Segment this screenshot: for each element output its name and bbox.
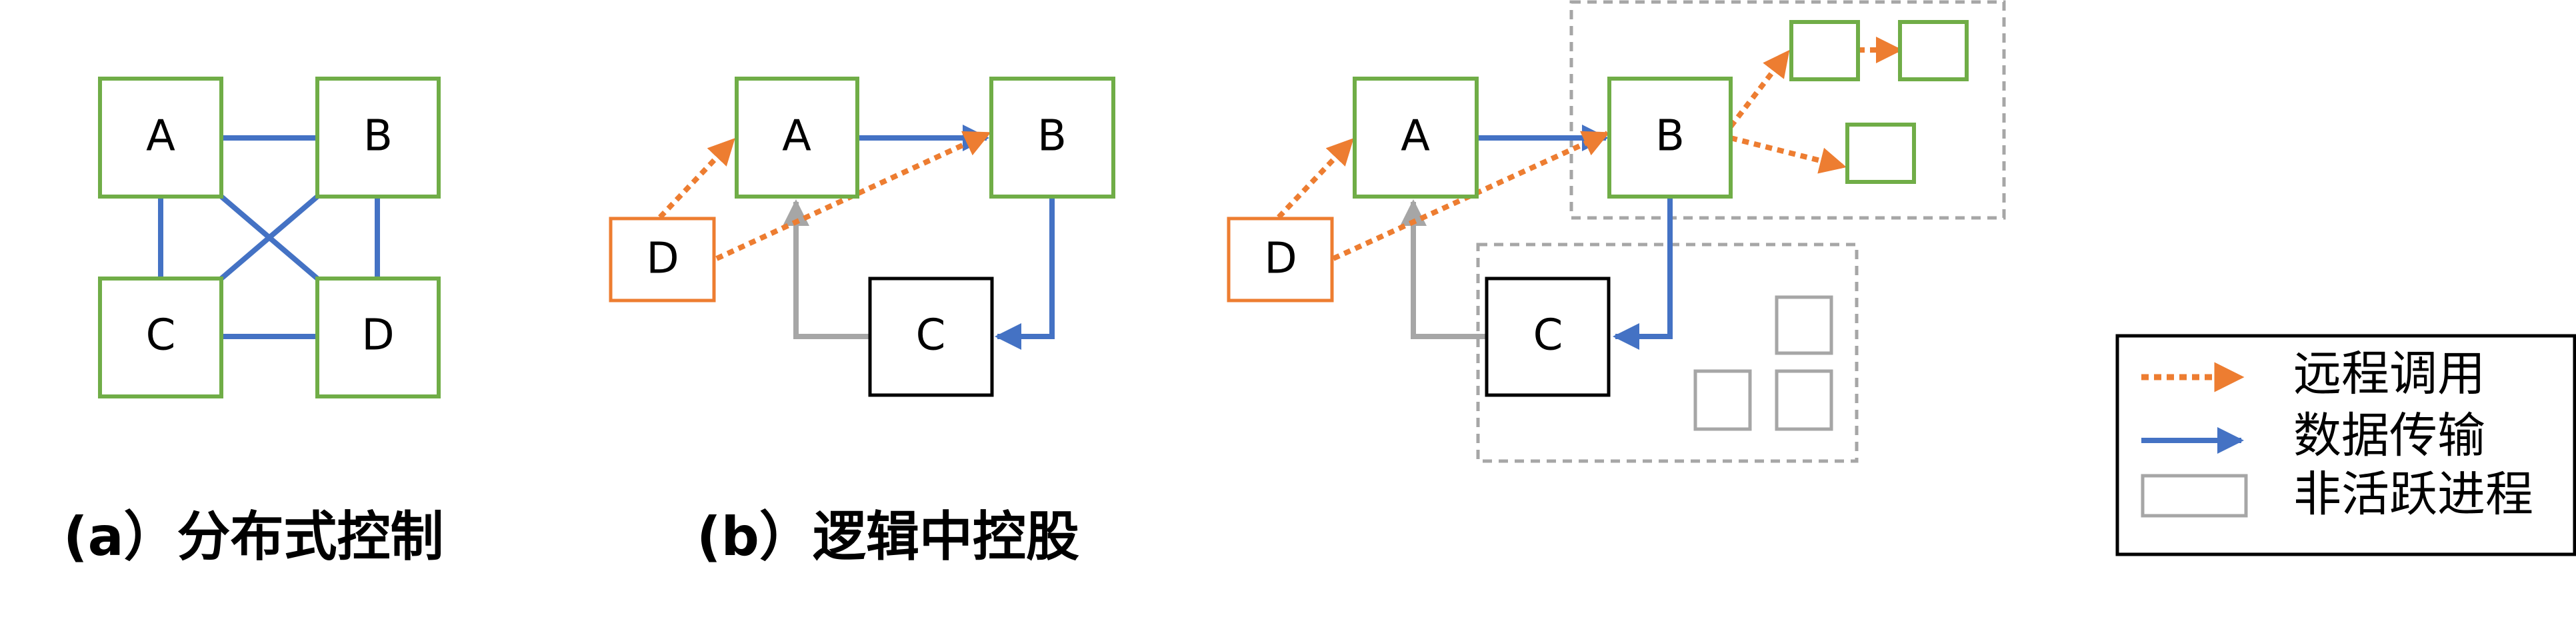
edge-c-to-a	[783, 199, 870, 339]
node-b	[1607, 77, 1733, 199]
panel-b: A B C D (b）逻辑中控股	[609, 77, 1115, 568]
node-a-label: A	[782, 112, 811, 161]
remote-call-d-to-a	[1277, 138, 1354, 219]
node-b	[315, 77, 441, 199]
legend: 远程调用 数据传输 非活跃进程	[2115, 334, 2576, 556]
edge-b-to-c	[995, 197, 1055, 350]
inactive-process-2	[1693, 369, 1752, 431]
inactive-group-top	[1569, 0, 2006, 220]
inactive-process-3	[1775, 369, 1833, 431]
node-d	[609, 217, 716, 303]
remote-call-b-to-sub3	[1730, 135, 1847, 174]
panel-a: A B C D (a）分布式控制	[63, 77, 444, 568]
node-c-label: C	[1533, 311, 1563, 360]
node-d-label: D	[361, 311, 394, 360]
node-c-label: C	[916, 311, 946, 360]
inactive-process-swatch	[2141, 474, 2248, 518]
panel-b-nodes: A B C D	[609, 77, 1115, 397]
edge-b-to-c	[1613, 197, 1673, 350]
node-b-label: B	[363, 112, 393, 161]
node-a-label: A	[1401, 112, 1430, 161]
node-b-label: B	[1655, 112, 1685, 161]
panel-c-nodes: A B C D	[1227, 20, 1969, 431]
panel-a-caption: (a）分布式控制	[63, 506, 444, 568]
node-d	[1227, 217, 1334, 303]
node-d-label: D	[646, 235, 679, 284]
node-a	[735, 77, 859, 199]
edge-b-c	[219, 194, 319, 281]
node-c-label: C	[146, 311, 176, 360]
node-a	[98, 77, 223, 199]
panel-a-edges	[158, 135, 380, 339]
legend-label-data-transfer: 数据传输	[2293, 408, 2485, 464]
panel-c: A B C D	[1227, 0, 2006, 463]
node-d	[315, 277, 441, 398]
node-d-label: D	[1264, 235, 1297, 284]
node-a	[1353, 77, 1479, 199]
legend-item-data-transfer: 数据传输	[2141, 408, 2485, 464]
panel-a-nodes: A B C D	[98, 77, 441, 398]
remote-call-b-to-sub1	[1728, 49, 1791, 129]
node-b	[989, 77, 1115, 199]
edge-c-to-a	[1400, 199, 1487, 339]
sub-process-green-2	[1898, 20, 1969, 81]
node-a-label: A	[146, 112, 175, 161]
legend-item-remote-call: 远程调用	[2141, 346, 2485, 402]
remote-call-d-to-a	[658, 138, 735, 219]
inactive-process-1	[1775, 295, 1833, 355]
legend-box	[2115, 334, 2576, 556]
node-c	[868, 277, 994, 397]
node-b-label: B	[1037, 112, 1067, 161]
sub-process-green-3	[1845, 123, 1916, 184]
node-c	[98, 277, 223, 398]
legend-item-inactive-process: 非活跃进程	[2141, 466, 2533, 522]
legend-label-remote-call: 远程调用	[2293, 346, 2485, 402]
panel-b-caption: (b）逻辑中控股	[697, 506, 1079, 568]
inactive-group-bottom	[1476, 243, 1859, 463]
sub-process-green-1	[1789, 20, 1860, 81]
legend-label-inactive-process: 非活跃进程	[2293, 466, 2533, 522]
node-c	[1485, 277, 1611, 397]
